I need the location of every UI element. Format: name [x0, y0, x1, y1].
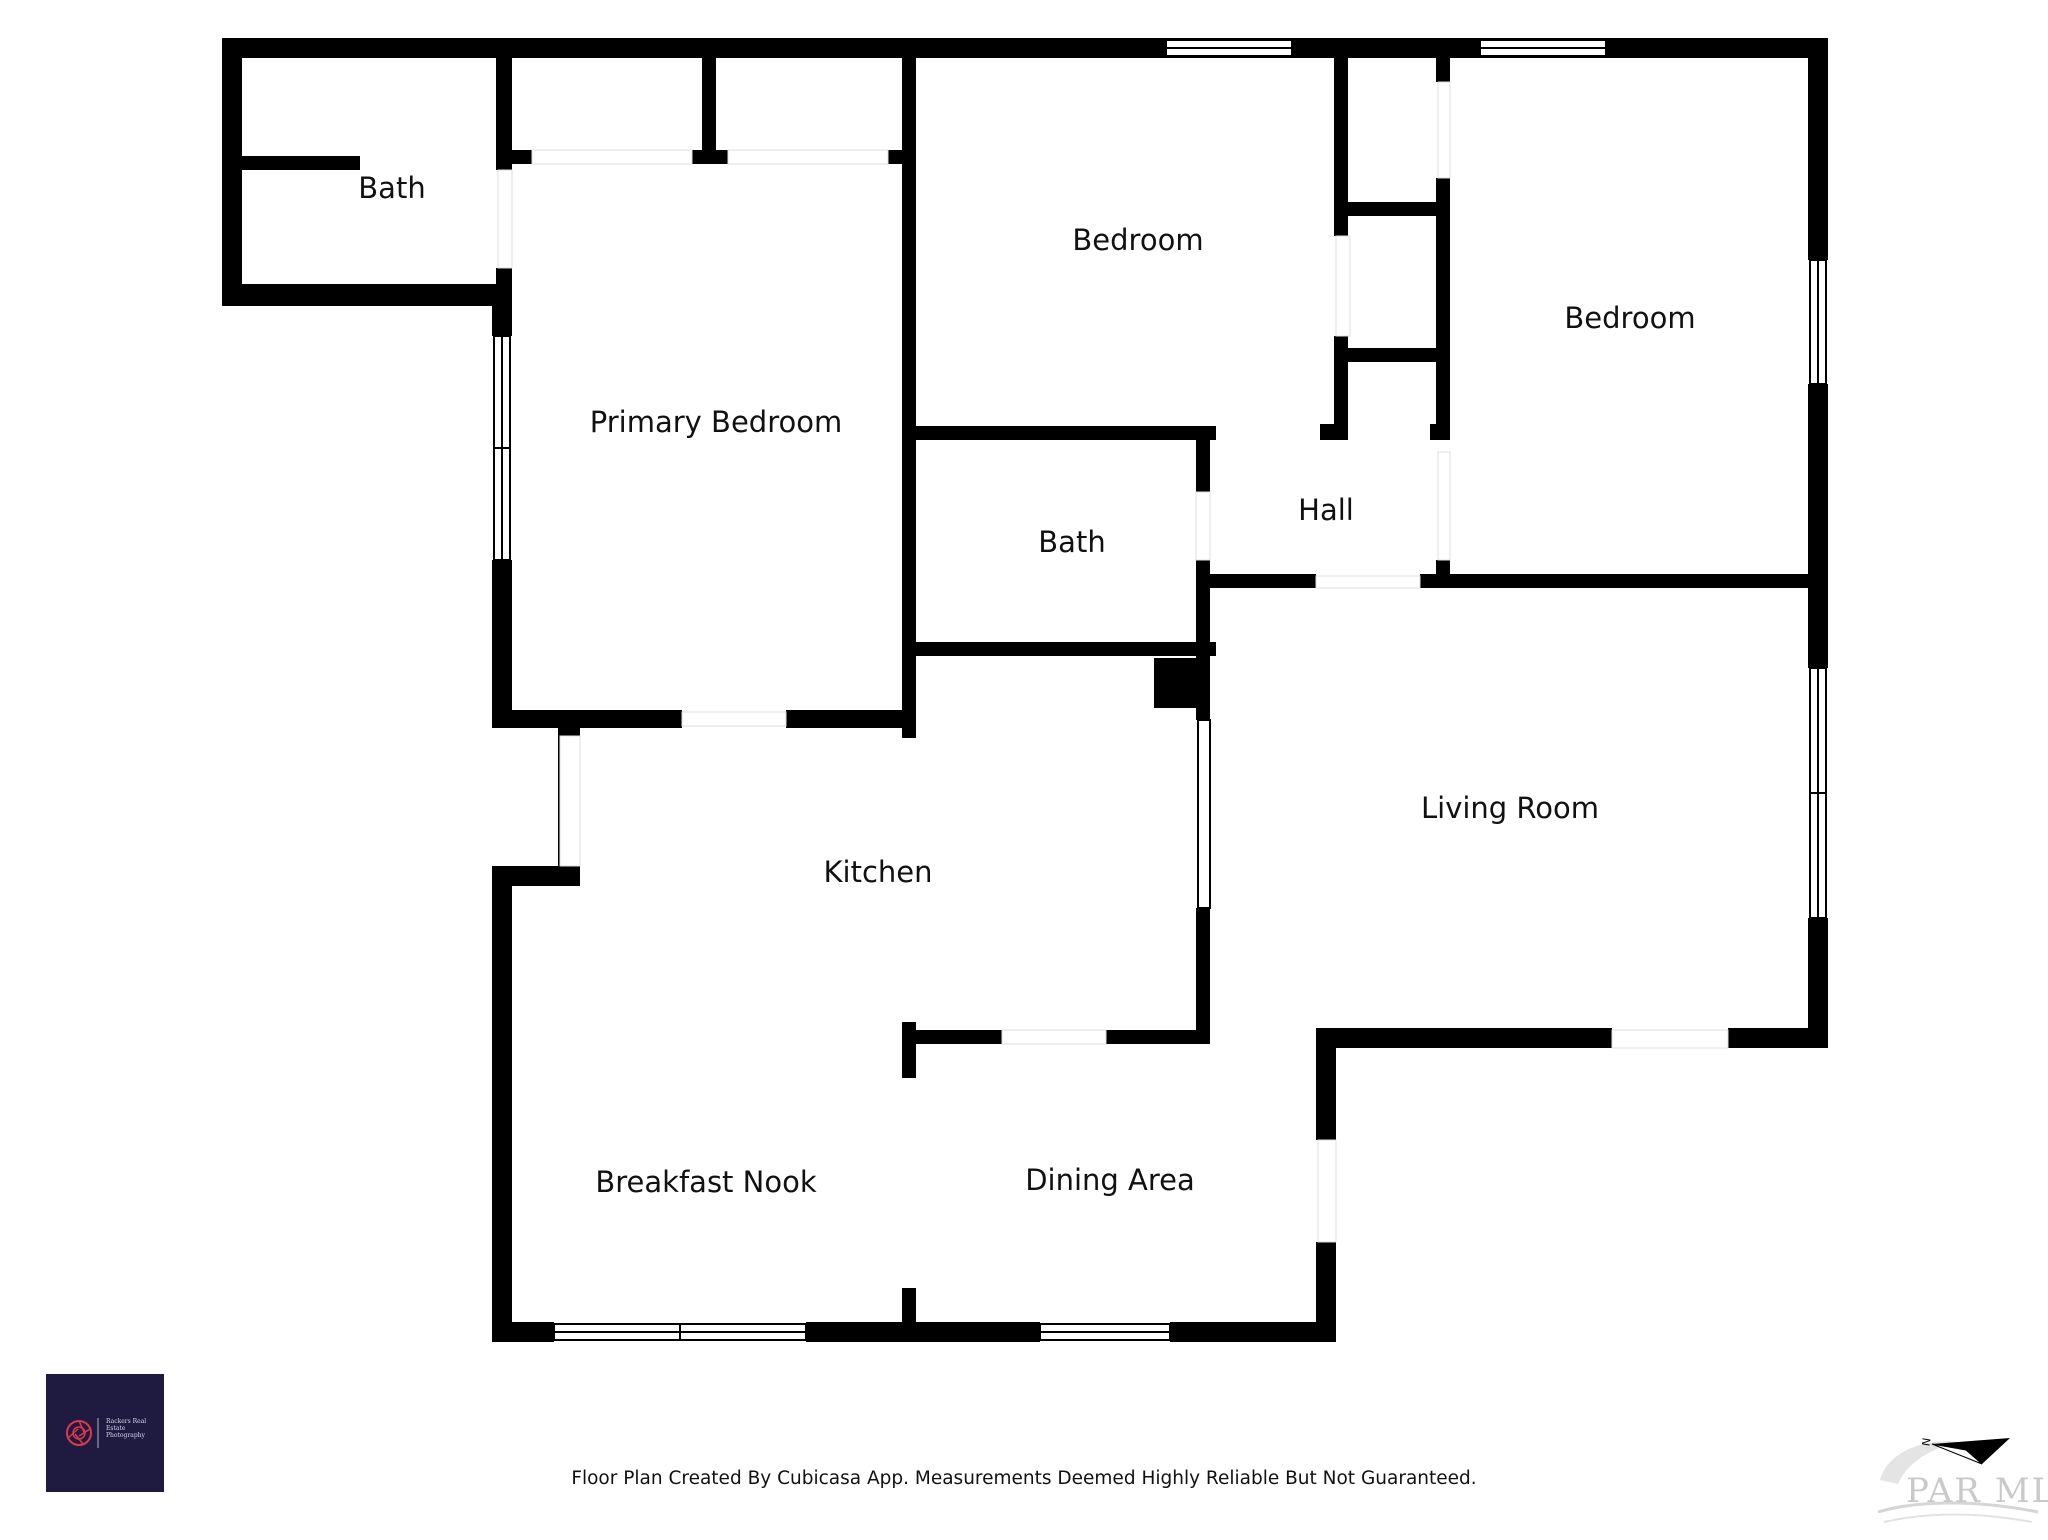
wall-primary-bottom-a [492, 710, 682, 728]
walls [222, 38, 1828, 1342]
room-label-bedroom-center: Bedroom [1072, 223, 1203, 257]
wall-closet-shelf-b [1348, 348, 1442, 362]
wall-center-bath-top [916, 426, 1216, 440]
wall-nook-dining-b [902, 1288, 916, 1322]
wall-kitchen-left-step [492, 866, 580, 886]
wall-bath-right-upper [496, 38, 512, 170]
window-kitchen-interior [1197, 719, 1211, 909]
north-arrow-icon: N [1922, 1437, 2010, 1465]
center-bath-door [1195, 491, 1211, 561]
wall-center-bath-right-a [1196, 426, 1210, 492]
wall-dining-right-b [1316, 1242, 1336, 1342]
wall-top [222, 38, 1828, 58]
room-label-kitchen: Kitchen [824, 855, 933, 889]
room-label-bedroom-right: Bedroom [1564, 301, 1695, 335]
wall-bottom-b [806, 1322, 1040, 1342]
doorways [497, 81, 1729, 1243]
camera-aperture-icon [66, 1418, 99, 1448]
mls-watermark-icon: PAR MLS [1877, 1441, 2048, 1523]
wall-left-bath [222, 38, 242, 306]
wall-right-c [1808, 918, 1828, 1048]
svg-text:N: N [1922, 1437, 1934, 1447]
closet-opening-b [727, 149, 889, 165]
wall-hall-bottom-b [1420, 574, 1828, 588]
wall-dining-right-a [1316, 1028, 1336, 1140]
hall-living-opening [1315, 575, 1421, 589]
room-label-dining-area: Dining Area [1025, 1163, 1195, 1197]
dining-right-door [1317, 1139, 1337, 1243]
room-label-primary-bedroom: Primary Bedroom [590, 405, 842, 439]
room-label-living-room: Living Room [1421, 791, 1599, 825]
wall-closet-c [888, 150, 902, 164]
living-bottom-door [1611, 1029, 1729, 1049]
bath-door [497, 169, 513, 269]
room-label-bath-top: Bath [358, 171, 425, 205]
wall-right-a [1808, 38, 1828, 260]
windows [493, 39, 1827, 1341]
wall-bedroom-right-a [1334, 38, 1348, 236]
kitchen-dining-opening [1001, 1029, 1107, 1045]
bedroom-right-door [1437, 451, 1451, 561]
wall-primary-left-a [492, 306, 512, 336]
wall-bedroom-right-b [1334, 336, 1348, 440]
wall-living-bottom-b [1728, 1028, 1828, 1048]
wall-bottom-c [1170, 1322, 1334, 1342]
room-labels: Bath Primary Bedroom Bedroom Bedroom Hal… [358, 171, 1695, 1199]
wall-kitchen-column [1154, 658, 1210, 708]
logo-text: Rackers Real Estate Photography [106, 1418, 147, 1439]
logo-badge: Rackers Real Estate Photography [46, 1374, 164, 1492]
wall-bath-bottom [222, 284, 512, 306]
wall-primary-bottom-b [786, 710, 902, 728]
wall-hall-bottom-a [1196, 574, 1316, 588]
closet-door-a [1335, 235, 1351, 337]
watermark: PAR MLS N [1868, 1420, 2048, 1536]
room-label-hall: Hall [1298, 493, 1354, 527]
wall-left-lower [492, 866, 512, 1342]
wall-center-bath-bottom [916, 642, 1216, 656]
wall-closet-right-a [1436, 58, 1450, 82]
wall-primary-right [902, 38, 916, 738]
wall-closet-b [692, 150, 728, 164]
wall-hall-right-stub [1436, 560, 1450, 588]
footer-disclaimer: Floor Plan Created By Cubicasa App. Meas… [571, 1468, 1477, 1489]
closet-opening-a [531, 149, 693, 165]
side-door [559, 735, 581, 867]
wall-bedroom-right-c [1320, 424, 1348, 440]
wall-closet-shelf-a [1348, 202, 1442, 216]
wall-closet-divider [702, 38, 716, 160]
wall-dining-top-a [902, 1030, 1002, 1044]
watermark-text: PAR MLS [1906, 1471, 2048, 1511]
wall-closet-a [512, 150, 532, 164]
wall-dining-top-b [1106, 1030, 1210, 1044]
room-label-bath-center: Bath [1038, 525, 1105, 559]
wall-bath-shelf [242, 156, 360, 170]
wall-kitchen-right-b [1196, 908, 1210, 1044]
wall-bottom-a [492, 1322, 554, 1342]
wall-living-bottom-a [1316, 1028, 1612, 1048]
closet-door-b [1437, 81, 1451, 179]
wall-closet-right-c [1430, 424, 1450, 440]
room-label-breakfast-nook: Breakfast Nook [595, 1165, 816, 1199]
primary-door [681, 711, 787, 727]
wall-right-b [1808, 384, 1828, 668]
wall-closet-right-b [1436, 178, 1450, 440]
wall-primary-left-b [492, 560, 512, 728]
